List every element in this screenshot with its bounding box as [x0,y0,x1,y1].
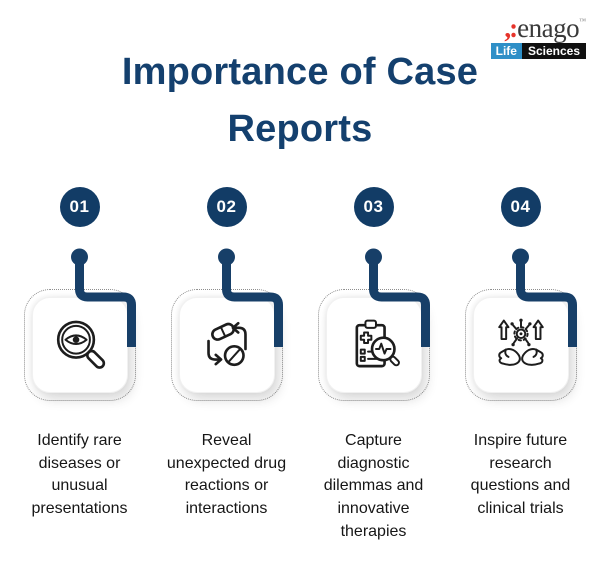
hands-innovation-icon [497,318,544,366]
step-number-badge: 03 [353,187,394,227]
step-card [472,297,569,393]
step-column-1: 01 Identify rare diseases or unusual pre… [6,187,153,580]
connector-line [365,248,430,347]
step-card-frame [464,289,577,401]
magnifier-eye-icon [56,320,105,369]
connector-line [71,248,136,347]
connector-line [512,248,577,347]
steps-row: 01 Identify rare diseases or unusual pre… [6,187,594,580]
trademark-symbol: ™ [579,17,586,25]
step-card [325,297,422,393]
drug-interaction-icon [206,321,247,367]
step-card [178,297,275,393]
step-column-4: 04 [447,187,594,580]
clipboard-diagnosis-icon [355,319,400,368]
step-number-badge: 01 [59,187,100,227]
page-title: Importance of Case Reports [121,51,479,150]
step-column-2: 02 [153,187,300,580]
step-number-badge: 04 [500,187,541,227]
connector-line [218,248,283,347]
step-number-badge: 02 [206,187,247,227]
item-caption: Capture diagnostic dilemmas and innovati… [323,432,424,540]
item-caption: Inspire future research questions and cl… [470,432,571,518]
sciences-label: Sciences [521,43,586,59]
enago-logo: ,:enago™ Life Sciences [490,8,586,59]
enago-wordmark: ,:enago™ [504,8,586,43]
life-sciences-banner: Life Sciences [490,43,586,59]
enago-red-mark-icon: ,: [504,13,518,43]
item-caption: Reveal unexpected drug reactions or inte… [166,432,287,518]
step-card-frame [317,289,430,401]
enago-name: enago [517,13,580,43]
item-caption: Identify rare diseases or unusual presen… [31,432,128,518]
step-card-frame [170,289,283,401]
step-column-3: 03 [300,187,447,580]
life-label: Life [490,43,522,59]
step-card [31,297,128,393]
